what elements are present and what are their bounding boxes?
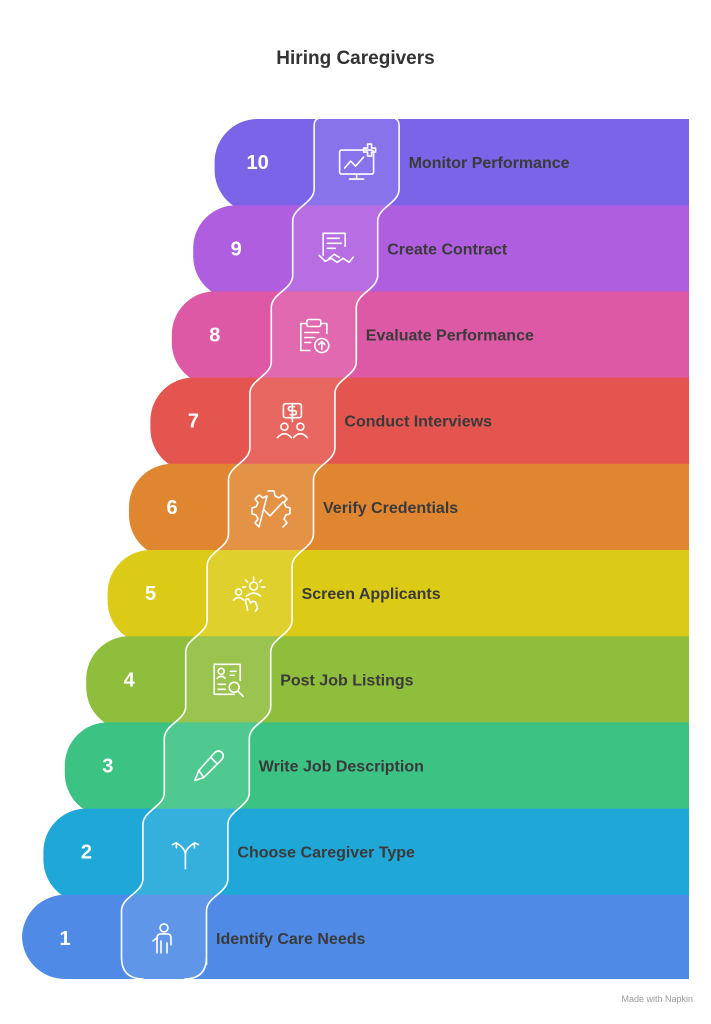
step-number-8: 8 <box>209 325 220 347</box>
connector-outline-left <box>120 118 319 980</box>
diagram-title: Hiring Caregivers <box>276 48 435 69</box>
step-label-9: Create Contract <box>387 241 508 258</box>
step-bar-8 <box>171 291 690 386</box>
contract-handshake-icon <box>318 232 355 264</box>
step-bar-2 <box>43 808 689 903</box>
step-number-9: 9 <box>231 238 242 260</box>
step-number-6: 6 <box>166 497 177 519</box>
connector-outline-right <box>184 118 400 980</box>
branching-arrows-icon <box>171 841 200 870</box>
step-label-2: Choose Caregiver Type <box>237 845 415 862</box>
step-bar-4 <box>86 636 689 731</box>
connector-fill <box>121 119 400 979</box>
step-bar-5 <box>107 550 690 645</box>
step-label-7: Conduct Interviews <box>344 414 492 431</box>
step-number-4: 4 <box>124 669 136 691</box>
step-label-8: Evaluate Performance <box>366 328 534 345</box>
search-document-icon <box>213 663 244 698</box>
step-number-1: 1 <box>59 928 70 950</box>
step-number-3: 3 <box>102 756 113 778</box>
step-label-4: Post Job Listings <box>280 672 413 689</box>
gear-check-icon <box>251 490 291 528</box>
step-number-2: 2 <box>81 842 92 864</box>
step-number-5: 5 <box>145 583 156 605</box>
person-icon <box>152 923 172 954</box>
step-bar-9 <box>193 205 689 300</box>
monitor-chart-icon <box>338 143 377 180</box>
step-label-5: Screen Applicants <box>302 586 441 603</box>
step-number-7: 7 <box>188 411 199 433</box>
step-bar-10 <box>214 118 689 214</box>
footer-credit: Made with Napkin <box>621 994 693 1004</box>
step-label-10: Monitor Performance <box>409 155 570 172</box>
step-label-6: Verify Credentials <box>323 500 458 517</box>
select-person-icon <box>232 576 266 612</box>
step-label-3: Write Job Description <box>259 759 424 776</box>
pen-icon <box>194 750 225 782</box>
step-bar-3 <box>64 722 690 817</box>
clipboard-upload-icon <box>299 318 330 354</box>
step-bar-6 <box>129 463 689 558</box>
step-label-1: Identify Care Needs <box>216 931 365 948</box>
step-bar-1 <box>22 894 689 979</box>
step-bar-7 <box>150 377 689 472</box>
step-number-10: 10 <box>246 152 268 174</box>
interview-icon <box>276 402 309 439</box>
